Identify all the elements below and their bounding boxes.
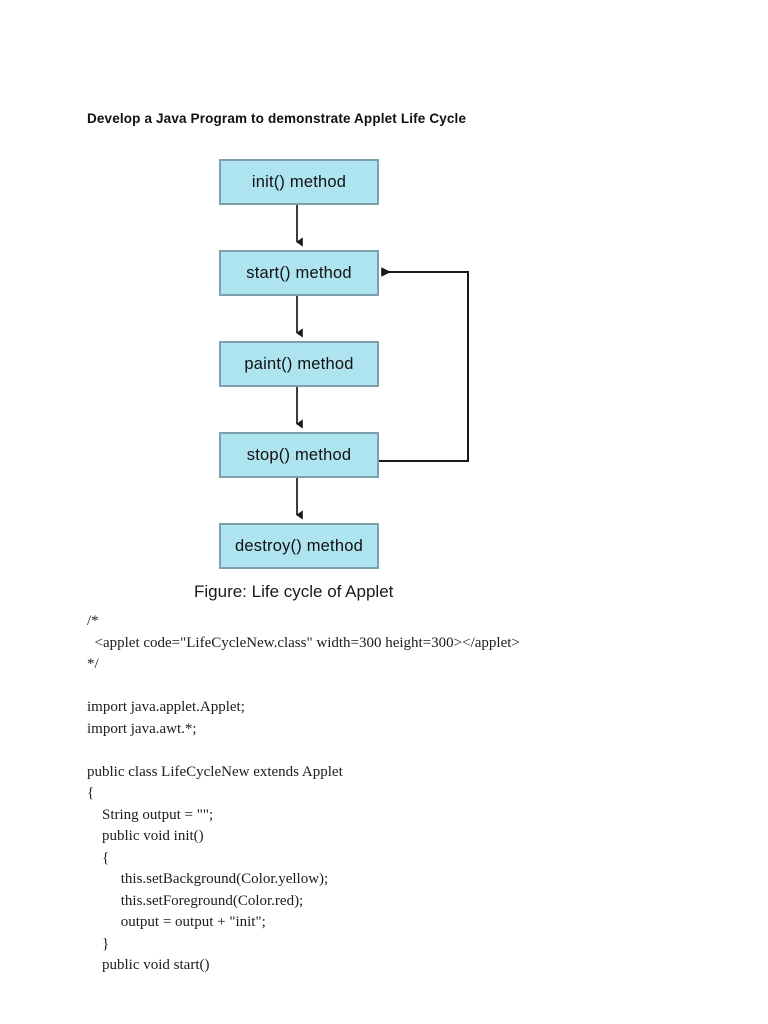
code-line: String output = ""; (87, 806, 214, 823)
code-line: { (87, 785, 95, 801)
flow-node-init: init() method (219, 159, 379, 205)
applet-lifecycle-diagram: init() method start() method paint() met… (180, 150, 510, 610)
code-line: this.setForeground(Color.red); (87, 892, 304, 909)
code-line: import java.awt.*; (87, 720, 197, 737)
flow-node-stop-label: stop() method (246, 445, 352, 464)
figure-caption: Figure: Life cycle of Applet (194, 582, 394, 601)
flow-node-init-label: init() method (251, 172, 347, 191)
flow-node-start-label: start() method (246, 263, 352, 282)
page-title: Develop a Java Program to demonstrate Ap… (87, 111, 467, 126)
java-source-listing: /* <applet code="LifeCycleNew.class" wid… (87, 611, 707, 977)
code-line: <applet code="LifeCycleNew.class" width=… (87, 634, 520, 651)
code-line: output = output + "init"; (87, 914, 266, 930)
code-line: /* (87, 613, 99, 629)
edge-stop-to-start-feedback (379, 267, 469, 462)
code-line: public void init() (87, 828, 204, 844)
flow-node-stop: stop() method (219, 432, 379, 478)
diagram-connectors (296, 203, 469, 520)
flow-node-paint-label: paint() method (244, 354, 354, 373)
code-line (87, 740, 707, 762)
code-line: } (87, 935, 110, 952)
flow-node-destroy: destroy() method (219, 523, 379, 569)
flow-node-start: start() method (219, 250, 379, 296)
code-line: import java.applet.Applet; (87, 699, 245, 715)
code-line (87, 676, 707, 698)
code-line: public void start() (87, 957, 210, 973)
code-line: this.setBackground(Color.yellow); (87, 871, 329, 887)
code-line: { (87, 849, 110, 866)
flow-node-destroy-label: destroy() method (235, 536, 363, 555)
code-line: public class LifeCycleNew extends Applet (87, 763, 343, 780)
flow-node-paint: paint() method (219, 341, 379, 387)
code-line: */ (87, 656, 99, 672)
